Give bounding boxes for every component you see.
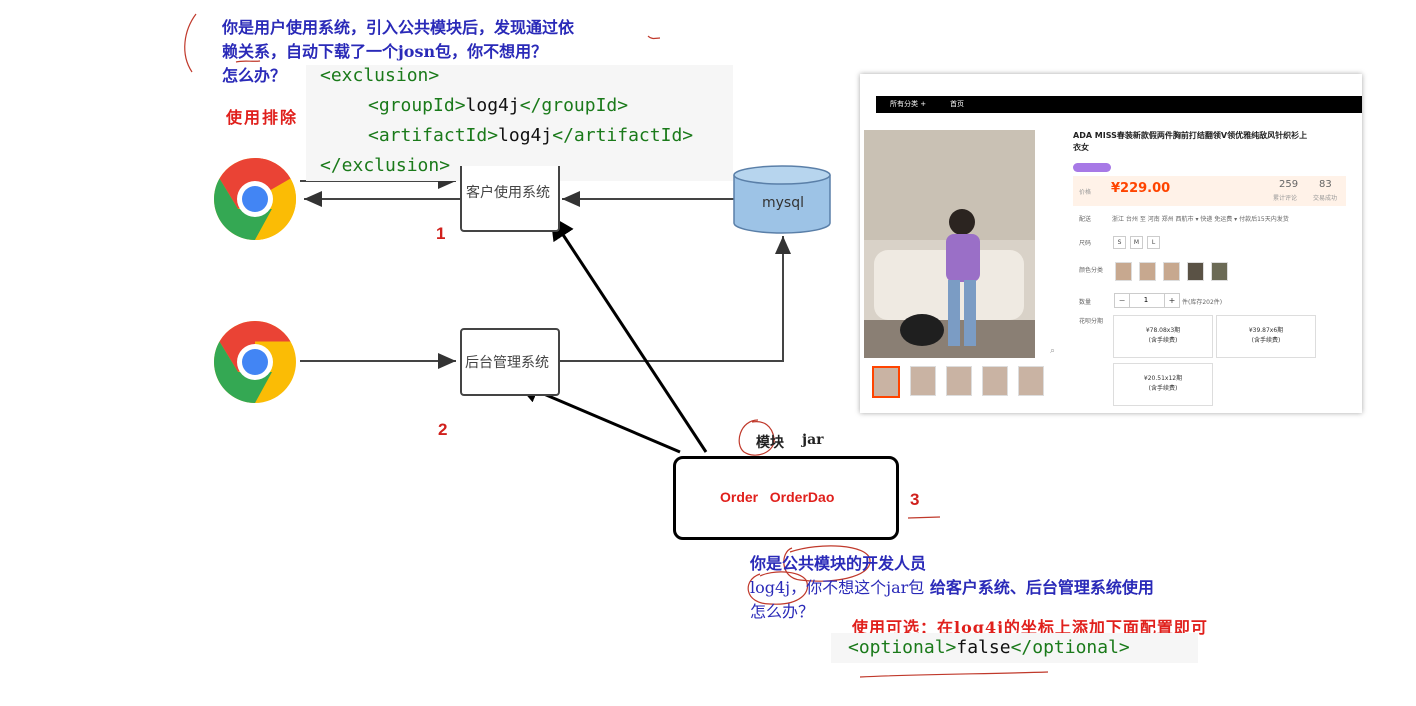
installment-amount: ¥20.51x12期 bbox=[1143, 375, 1183, 382]
installment-option[interactable]: ¥20.51x12期 (含手续费) bbox=[1113, 363, 1213, 406]
stock-text: 件(库存202件) bbox=[1182, 299, 1223, 306]
color-swatch[interactable] bbox=[1187, 262, 1204, 281]
price-label: 价格 bbox=[1079, 189, 1092, 196]
code-artifactid-close: </artifactId> bbox=[552, 125, 694, 146]
sales-count: 83 bbox=[1319, 179, 1332, 190]
handwritten-bracket bbox=[184, 13, 197, 73]
jar-label: jar bbox=[802, 432, 824, 448]
promo-badge bbox=[1073, 163, 1111, 172]
thumbnail-image[interactable] bbox=[1018, 366, 1044, 396]
top-note-line-1: 你是用户使用系统，引入公共模块后，发现通过依 bbox=[222, 18, 575, 37]
arrow-admin-to-mysql bbox=[556, 236, 791, 362]
sales-label: 交易成功 bbox=[1313, 195, 1338, 202]
product-title-line-2: 衣女 bbox=[1073, 143, 1089, 152]
handwritten-tick bbox=[647, 35, 661, 40]
module-label: 模块 bbox=[756, 435, 784, 451]
installment-amount: ¥39.87x6期 bbox=[1248, 327, 1284, 334]
color-swatch[interactable] bbox=[1211, 262, 1228, 281]
code-exclusion-open: <exclusion> bbox=[320, 65, 440, 86]
product-nav-bar: 所有分类 + 首页 bbox=[876, 96, 1362, 113]
number-1: 1 bbox=[436, 224, 446, 243]
color-swatch[interactable] bbox=[1115, 262, 1132, 281]
bottom-note-line-2-suffix: 给客户系统、后台管理系统使用 bbox=[924, 578, 1154, 597]
installment-label: 花呗分期 bbox=[1079, 318, 1104, 325]
nav-home[interactable]: 首页 bbox=[950, 100, 964, 108]
number-3: 3 bbox=[910, 490, 920, 509]
chrome-icon bbox=[214, 321, 296, 403]
code-artifactid-open: <artifactId> bbox=[368, 125, 499, 146]
number-2: 2 bbox=[438, 420, 448, 439]
thumbnail-image[interactable] bbox=[946, 366, 972, 396]
bottom-note-line-3: 怎么办？ bbox=[750, 602, 815, 621]
admin-system-node: 后台管理系统 bbox=[460, 328, 560, 396]
price-value: ¥229.00 bbox=[1111, 181, 1171, 196]
code-artifactid-value: log4j bbox=[498, 125, 553, 146]
installment-amount: ¥78.08x3期 bbox=[1145, 327, 1181, 334]
top-note-line-2: 赖关系，自动下载了一个josn包，你不想用？ bbox=[222, 42, 548, 61]
code-groupid-open: <groupId> bbox=[368, 95, 466, 116]
admin-system-label: 后台管理系统 bbox=[465, 355, 549, 371]
delivery-text[interactable]: 浙江 台州 至 河南 郑州 西航市 ▾ 快递 免运费 ▾ 付款后15天内发货 bbox=[1112, 216, 1289, 223]
code-groupid-close: </groupId> bbox=[519, 95, 629, 116]
arrow-module-to-customer bbox=[550, 215, 708, 453]
code-exclusion-close: </exclusion> bbox=[320, 155, 451, 176]
code-optional-open: <optional> bbox=[848, 637, 957, 658]
reviews-count: 259 bbox=[1279, 179, 1299, 190]
handwritten-circle-log4j bbox=[747, 571, 809, 605]
quantity-decrease-button[interactable]: − bbox=[1114, 293, 1130, 308]
bottom-note-line-2-prefix: log4j，你不想这个jar包 bbox=[750, 578, 925, 597]
mysql-label: mysql bbox=[762, 195, 804, 211]
handwritten-underline-a bbox=[235, 60, 261, 63]
customer-system-label: 客户使用系统 bbox=[466, 185, 550, 201]
optional-label: 使用可选：在log4j的坐标上添加下面配置即可 bbox=[852, 618, 1208, 637]
common-module-node: Order OrderDao bbox=[673, 456, 899, 540]
size-option[interactable]: M bbox=[1130, 236, 1143, 249]
code-groupid-value: log4j bbox=[465, 95, 520, 116]
product-page-screenshot: 所有分类 + 首页 ⌕ ADA MISS春装新款假两件胸前打结翻领V领优雅纯敌风… bbox=[860, 74, 1362, 413]
size-label: 尺码 bbox=[1079, 240, 1092, 247]
product-title-line-1: ADA MISS春装新款假两件胸前打结翻领V领优雅纯敌风针织衫上 bbox=[1073, 131, 1308, 140]
delivery-label: 配送 bbox=[1079, 216, 1092, 223]
price-block: 价格 ¥229.00 259 累计评论 83 交易成功 bbox=[1073, 176, 1346, 206]
zoom-icon[interactable]: ⌕ bbox=[1050, 346, 1056, 356]
thumbnail-image[interactable] bbox=[872, 366, 900, 398]
color-swatch[interactable] bbox=[1139, 262, 1156, 281]
color-label: 颜色分类 bbox=[1079, 267, 1104, 274]
mysql-database-icon bbox=[733, 165, 831, 234]
installment-note: (含手续费) bbox=[1251, 337, 1281, 344]
installment-note: (含手续费) bbox=[1148, 337, 1178, 344]
quantity-input[interactable]: 1 bbox=[1128, 293, 1164, 308]
product-main-image bbox=[864, 130, 1035, 358]
handwritten-circle-module bbox=[738, 419, 775, 456]
handwritten-underline-optional bbox=[859, 671, 1049, 678]
quantity-increase-button[interactable]: + bbox=[1164, 293, 1180, 308]
handwritten-circle-common bbox=[783, 545, 871, 582]
thumbnail-image[interactable] bbox=[910, 366, 936, 396]
thumbnail-image[interactable] bbox=[982, 366, 1008, 396]
chrome-icon bbox=[214, 158, 296, 240]
bottom-question-note: 你是公共模块的开发人员 log4j，你不想这个jar包 给客户系统、后台管理系统… bbox=[750, 552, 1154, 624]
code-optional-close: </optional> bbox=[1010, 637, 1130, 658]
installment-option[interactable]: ¥39.87x6期 (含手续费) bbox=[1216, 315, 1316, 358]
module-content-label: Order OrderDao bbox=[720, 489, 835, 505]
bottom-note-line-1: 你是公共模块的开发人员 bbox=[750, 554, 927, 573]
quantity-label: 数量 bbox=[1079, 299, 1092, 306]
handwritten-underline-3 bbox=[907, 516, 941, 519]
product-title: ADA MISS春装新款假两件胸前打结翻领V领优雅纯敌风针织衫上 衣女 bbox=[1073, 130, 1353, 154]
installment-option[interactable]: ¥78.08x3期 (含手续费) bbox=[1113, 315, 1213, 358]
size-option[interactable]: S bbox=[1113, 236, 1126, 249]
installment-note: (含手续费) bbox=[1148, 385, 1178, 392]
exclusion-code-block: <exclusion> <groupId>log4j</groupId> <ar… bbox=[306, 65, 733, 181]
code-optional-value: false bbox=[956, 637, 1011, 658]
top-note-line-3: 怎么办？ bbox=[222, 66, 287, 85]
reviews-label: 累计评论 bbox=[1273, 195, 1298, 202]
customer-system-node: 客户使用系统 bbox=[460, 166, 560, 232]
color-swatch[interactable] bbox=[1163, 262, 1180, 281]
top-question-note: 你是用户使用系统，引入公共模块后，发现通过依 赖关系，自动下载了一个josn包，… bbox=[222, 16, 574, 88]
use-exclusion-label: 使用排除 bbox=[226, 108, 299, 127]
size-option[interactable]: L bbox=[1147, 236, 1160, 249]
nav-all-categories[interactable]: 所有分类 + bbox=[890, 100, 927, 108]
optional-code-block: <optional>false</optional> bbox=[831, 633, 1198, 663]
